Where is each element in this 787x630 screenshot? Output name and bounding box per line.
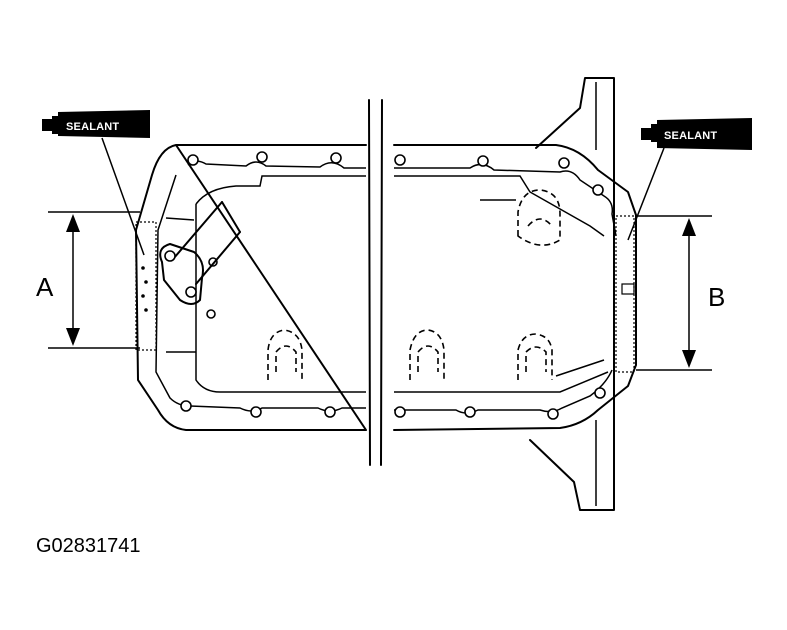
dimension-b: B bbox=[636, 215, 725, 371]
dimension-a: A bbox=[36, 211, 140, 349]
bolt-holes bbox=[180, 151, 606, 420]
sealant-tube-right: SEALANT bbox=[627, 118, 752, 241]
dimension-b-label: B bbox=[708, 282, 725, 312]
engine-block-bracket bbox=[529, 77, 615, 511]
sealant-zone-left bbox=[135, 221, 157, 351]
oil-pickup-tube bbox=[159, 201, 241, 305]
sealant-zone-right bbox=[615, 215, 635, 373]
figure-id: G02831741 bbox=[36, 535, 141, 557]
sealant-left-label: SEALANT bbox=[66, 121, 119, 133]
section-break bbox=[368, 99, 383, 466]
oil-pan-flange bbox=[135, 144, 637, 431]
sealant-right-label: SEALANT bbox=[664, 130, 717, 142]
dimension-a-label: A bbox=[36, 272, 54, 302]
pan-interior bbox=[165, 175, 609, 393]
pan-bosses bbox=[267, 189, 561, 380]
sealant-tube-left: SEALANT bbox=[42, 110, 150, 256]
